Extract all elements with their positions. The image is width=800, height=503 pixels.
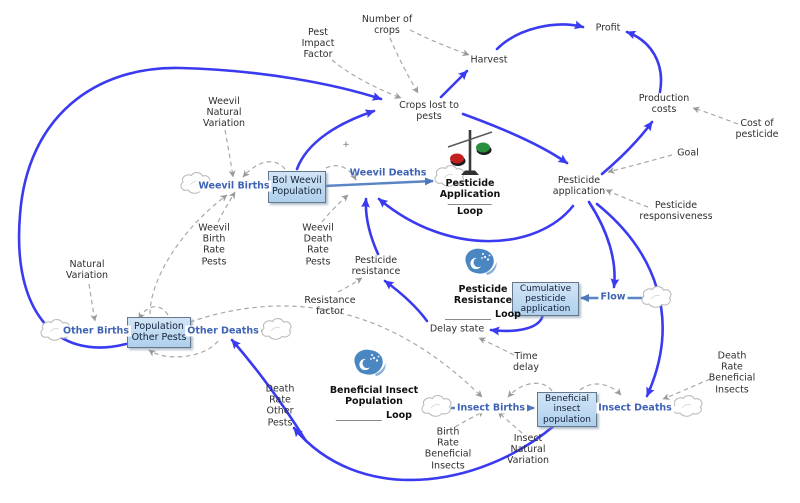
polarity-plus-sign: +: [342, 140, 350, 150]
arrow-production-costs-to-profit: [625, 30, 663, 94]
variable-weevil-natural-variation[interactable]: Weevil Natural Variation: [202, 96, 246, 130]
flow-pipe-weevil-deaths: [323, 177, 434, 188]
loop-word: Loop: [495, 308, 521, 320]
arrow-cumulative-to-delay-state: [489, 312, 545, 336]
flow-label-other-births[interactable]: Other Births: [61, 325, 131, 337]
flow-label-weevil-births[interactable]: Weevil Births: [196, 180, 272, 192]
variable-death-rate-beneficial-insects[interactable]: Death Rate Beneficial Insects: [708, 350, 756, 396]
stock-population-other-pests[interactable]: Population Other Pests: [127, 317, 191, 348]
loop-name: Pesticide Application: [439, 178, 501, 201]
link-weevil-stock-to-weevil-births: [242, 161, 286, 178]
variable-harvest[interactable]: Harvest: [470, 54, 508, 66]
variable-natural-variation[interactable]: Natural Variation: [65, 258, 109, 281]
link-birth-rate-beneficial-to-insect-births: [454, 410, 485, 428]
stock-bol-weevil-population[interactable]: Bol Weevil Population: [268, 171, 326, 203]
link-weevil-stock-to-weevil-deaths: [325, 165, 357, 181]
cloud-icon[interactable]: [672, 395, 703, 417]
cloud-icon[interactable]: [641, 286, 672, 308]
cloud-icon[interactable]: [261, 318, 292, 340]
link-goal-to-pesticide-application: [607, 154, 673, 174]
flow-label-insect-deaths[interactable]: Insect Deaths: [596, 402, 674, 414]
link-number-crops-to-harvest: [409, 29, 470, 57]
link-insect-nat-var-to-insect-births: [497, 411, 523, 434]
variable-insect-natural-variation[interactable]: Insect Natural Variation: [506, 433, 550, 467]
arrow-crops-lost-to-harvest: [439, 69, 469, 99]
loop-word: Loop: [386, 409, 412, 421]
link-cost-pesticide-to-production-costs: [692, 106, 739, 125]
variable-birth-rate-beneficial-insects[interactable]: Birth Rate Beneficial Insects: [424, 426, 472, 472]
loop-word: Loop: [457, 205, 483, 217]
stock-cumulative-pesticide-application[interactable]: Cumulative pesticide application: [512, 282, 579, 316]
loop-name: Beneficial Insect Population: [329, 385, 419, 408]
variable-pesticide-resistance[interactable]: Pesticide resistance: [351, 254, 401, 277]
variable-number-of-crops[interactable]: Number of crops: [361, 13, 413, 36]
variable-goal[interactable]: Goal: [677, 147, 699, 159]
variable-death-rate-other-pests[interactable]: Death Rate Other Pests: [265, 383, 295, 429]
variable-production-costs[interactable]: Production costs: [638, 92, 690, 115]
variable-weevil-death-rate-pests[interactable]: Weevil Death Rate Pests: [302, 222, 334, 268]
stock-beneficial-insect-population[interactable]: Beneficial insect population: [537, 392, 597, 427]
arrow-pesticide-resistance-to-weevil-deaths: [361, 197, 380, 256]
variable-profit[interactable]: Profit: [595, 22, 621, 34]
flow-label-insect-births[interactable]: Insect Births: [454, 402, 528, 414]
link-weevil-death-rate-to-weevil-deaths: [321, 194, 349, 223]
loop-marker-beneficial-insect-population[interactable]: Beneficial Insect Population Loop: [330, 385, 418, 421]
link-other-deaths-to-other-stock: [148, 340, 219, 358]
arrow-delay-state-to-pesticide-resistance: [383, 279, 429, 323]
causal-arrows-blue[interactable]: [17, 20, 664, 482]
loop-divider: [447, 203, 492, 205]
flow-label-weevil-deaths[interactable]: Weevil Deaths: [349, 167, 427, 179]
balance-scale-icon: [447, 130, 493, 175]
variable-pest-impact-factor[interactable]: Pest Impact Factor: [301, 27, 335, 61]
arrow-beneficial-stock-to-death-rate-other-pests: [292, 423, 557, 482]
variable-resistance-factor[interactable]: Resistance factor: [304, 294, 356, 317]
variable-crops-lost-to-pests[interactable]: Crops lost to pests: [399, 99, 459, 122]
link-beneficial-stock-to-insect-deaths: [579, 383, 622, 396]
loop-marker-pesticide-application[interactable]: Pesticide Application Loop: [440, 178, 501, 217]
arrow-harvest-to-profit: [495, 20, 585, 51]
arrow-pesticide-application-to-flow: [587, 200, 620, 289]
variable-pesticide-responsiveness[interactable]: Pesticide responsiveness: [639, 199, 713, 222]
variable-weevil-birth-rate-pests[interactable]: Weevil Birth Rate Pests: [198, 222, 230, 268]
flow-label-other-deaths[interactable]: Other Deaths: [185, 325, 261, 337]
splash-icon: [465, 248, 497, 275]
cloud-icon[interactable]: [421, 395, 452, 417]
arrow-pesticide-application-to-weevil-deaths: [377, 197, 575, 243]
link-beneficial-stock-to-insect-births: [507, 382, 553, 398]
link-number-crops-to-crops-lost: [389, 37, 419, 94]
loop-divider: [445, 311, 492, 320]
link-weevil-birth-rate-to-weevil-births: [217, 191, 236, 223]
link-time-delay-to-delay-state: [478, 337, 515, 356]
flow-label-flow[interactable]: Flow: [598, 291, 628, 303]
link-resistance-factor-to-pesticide-resistance: [337, 277, 363, 293]
variable-time-delay[interactable]: Time delay: [513, 350, 539, 373]
causal-links-dashed[interactable]: [88, 29, 739, 434]
link-other-stock-to-other-births: [138, 306, 169, 320]
variable-cost-of-pesticide[interactable]: Cost of pesticide: [735, 117, 779, 140]
arrow-death-rate-other-pests-to-other-deaths: [230, 338, 308, 443]
variable-pesticide-application[interactable]: Pesticide application: [552, 174, 606, 197]
link-weevil-nat-var-to-weevil-births: [224, 129, 236, 178]
arrow-crops-lost-to-pesticide-application: [461, 112, 569, 165]
arrow-other-pests-to-crops-lost: [17, 66, 383, 349]
arrow-weevil-stock-to-crops-lost: [295, 109, 376, 171]
loop-name: Pesticide Resistance: [453, 284, 513, 307]
variable-delay-state[interactable]: Delay state: [429, 323, 485, 335]
link-death-rate-beneficial-to-insect-deaths: [662, 378, 711, 400]
link-pest-impact-to-crops-lost: [331, 59, 402, 99]
link-responsiveness-to-pesticide-application: [605, 189, 649, 208]
splash-icon: [354, 349, 386, 376]
loop-marker-pesticide-resistance[interactable]: Pesticide Resistance Loop: [445, 284, 521, 320]
loop-divider: [336, 412, 383, 421]
arrow-pesticide-application-to-production-costs: [600, 120, 654, 176]
link-other-stock-to-insect-births: [189, 305, 483, 398]
link-natural-variation-to-other-births: [88, 283, 98, 322]
